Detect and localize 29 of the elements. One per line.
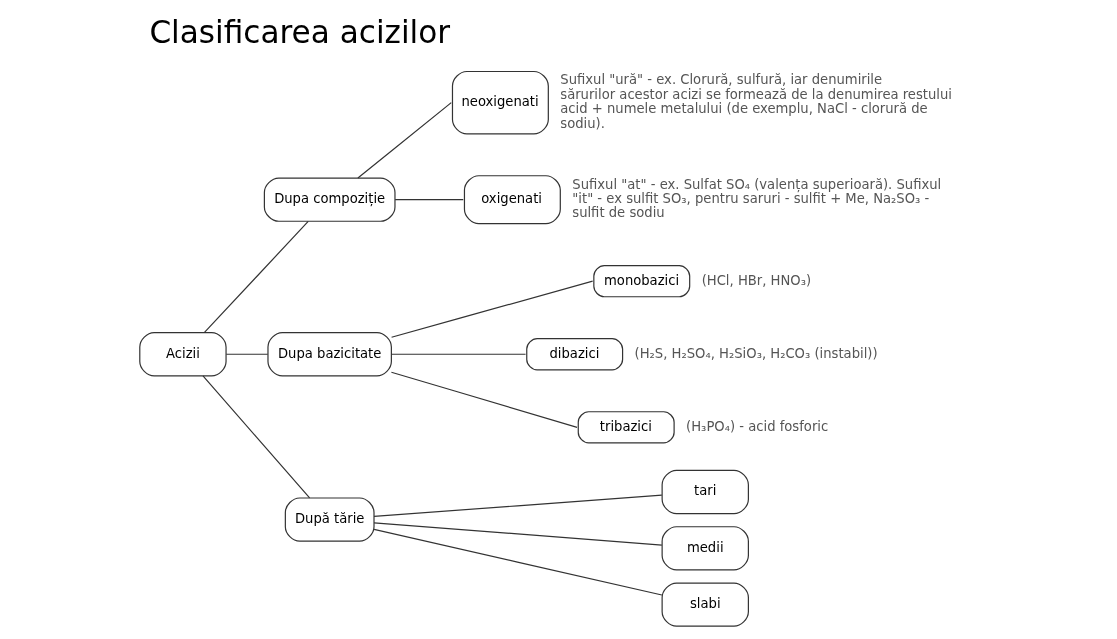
node-label: Sufixul "ură" - ex. Clorură, sulfură, iar denumirile sărurilor acestor acizi se formează de la denumirea restului acid + numele metalului (de exemplu, NaCl - clorură de sodiu).	[560, 72, 952, 131]
diagram-title: Clasificarea acizilor	[149, 13, 451, 50]
connector	[203, 220, 309, 334]
connector	[373, 522, 663, 546]
node-box: Dupa bazicitate	[267, 332, 392, 377]
node-box: tribazici	[577, 411, 675, 444]
connector	[373, 528, 663, 596]
node-label: (HCl, HBr, HNO₃)	[701, 272, 812, 288]
node-box: monobazici	[593, 265, 691, 298]
connector	[390, 371, 578, 428]
connector	[390, 353, 527, 355]
node-box: oxigenati	[463, 175, 561, 225]
connector	[357, 102, 452, 179]
node-box: Acizii	[139, 332, 227, 377]
node-box: medii	[661, 526, 749, 571]
node-box: tari	[661, 469, 749, 515]
node-box: Dupa compoziție	[263, 177, 396, 222]
connector	[394, 199, 464, 201]
connector	[373, 494, 663, 517]
connector	[202, 375, 311, 499]
node-label: Sufixul "at" - ex. Sulfat SO₄ (valența superioară). Sufixul "it" - ex sulfit SO₃, pentru saruri - sulfit + Me, Na₂SO₃ - sulfit de sodiu	[572, 176, 942, 221]
connector	[225, 353, 269, 355]
node-box: neoxigenati	[451, 70, 549, 135]
connector	[391, 280, 594, 338]
node-label: (H₂S, H₂SO₄, H₂SiO₃, H₂CO₃ (instabil))	[634, 345, 878, 361]
node-box: slabi	[661, 582, 749, 627]
node-box: dibazici	[526, 338, 624, 371]
node-label: (H₃PO₄) - acid fosforic	[686, 418, 829, 434]
node-box: După tărie	[284, 497, 375, 542]
